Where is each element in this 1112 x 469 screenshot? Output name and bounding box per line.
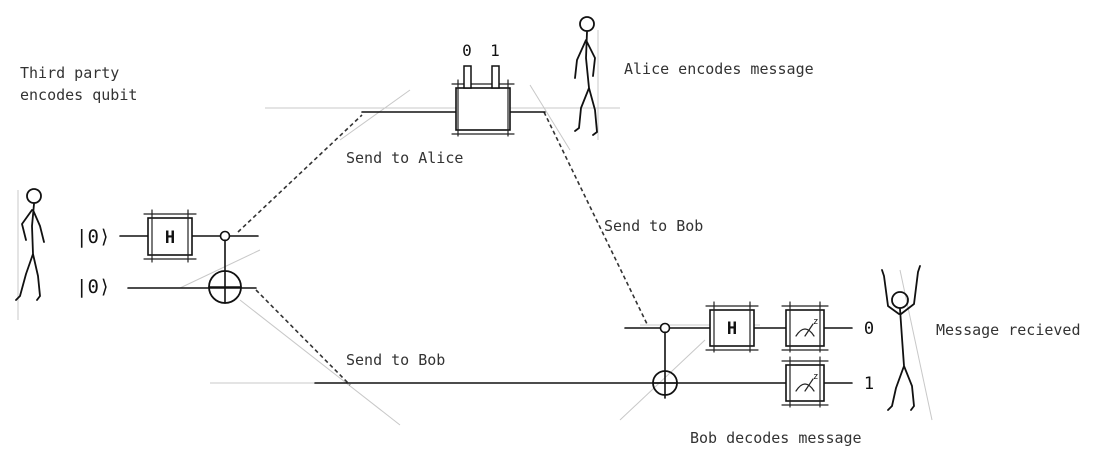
cnot-gate-icon — [208, 230, 242, 304]
bob-hadamard-label: H — [727, 319, 737, 339]
bob-cnot-gate-icon — [652, 322, 678, 399]
two-bit-encoder-box-icon: 0 1 — [451, 41, 515, 137]
send-to-bob-lower-path — [255, 289, 351, 386]
stick-figure-alice-icon — [574, 16, 598, 136]
measure-superscript-bottom: z — [813, 372, 818, 382]
send-to-bob-lower-label: Send to Bob — [346, 351, 445, 369]
alice-bit-1: 1 — [490, 41, 500, 60]
output-bit-1: 1 — [864, 374, 874, 394]
ket-top-label: |0⟩ — [76, 226, 110, 248]
send-to-alice-label: Send to Alice — [346, 149, 463, 167]
output-bit-0: 0 — [864, 319, 874, 339]
alice-bit-0: 0 — [462, 41, 472, 60]
send-to-alice-path — [237, 114, 363, 233]
message-received-label: Message recieved — [936, 321, 1081, 339]
hadamard-gate-icon: H — [143, 209, 197, 263]
measurement-gate-top-icon: z — [781, 301, 829, 353]
send-to-bob-upper-path — [543, 111, 649, 327]
send-to-bob-upper-label: Send to Bob — [604, 217, 703, 235]
measurement-gate-bottom-icon: z — [781, 356, 829, 408]
measure-superscript-top: z — [813, 317, 818, 327]
stick-figure-bob-cheering-icon — [881, 265, 921, 411]
stick-figure-third-party-icon — [15, 188, 45, 301]
bob-decodes-label: Bob decodes message — [690, 429, 862, 447]
ket-bottom-label: |0⟩ — [76, 276, 110, 298]
hadamard-gate-label: H — [165, 228, 175, 248]
third-party-label: Third party encodes qubit — [20, 64, 137, 104]
alice-encodes-label: Alice encodes message — [624, 60, 814, 78]
bob-hadamard-gate-icon: H — [705, 301, 759, 353]
